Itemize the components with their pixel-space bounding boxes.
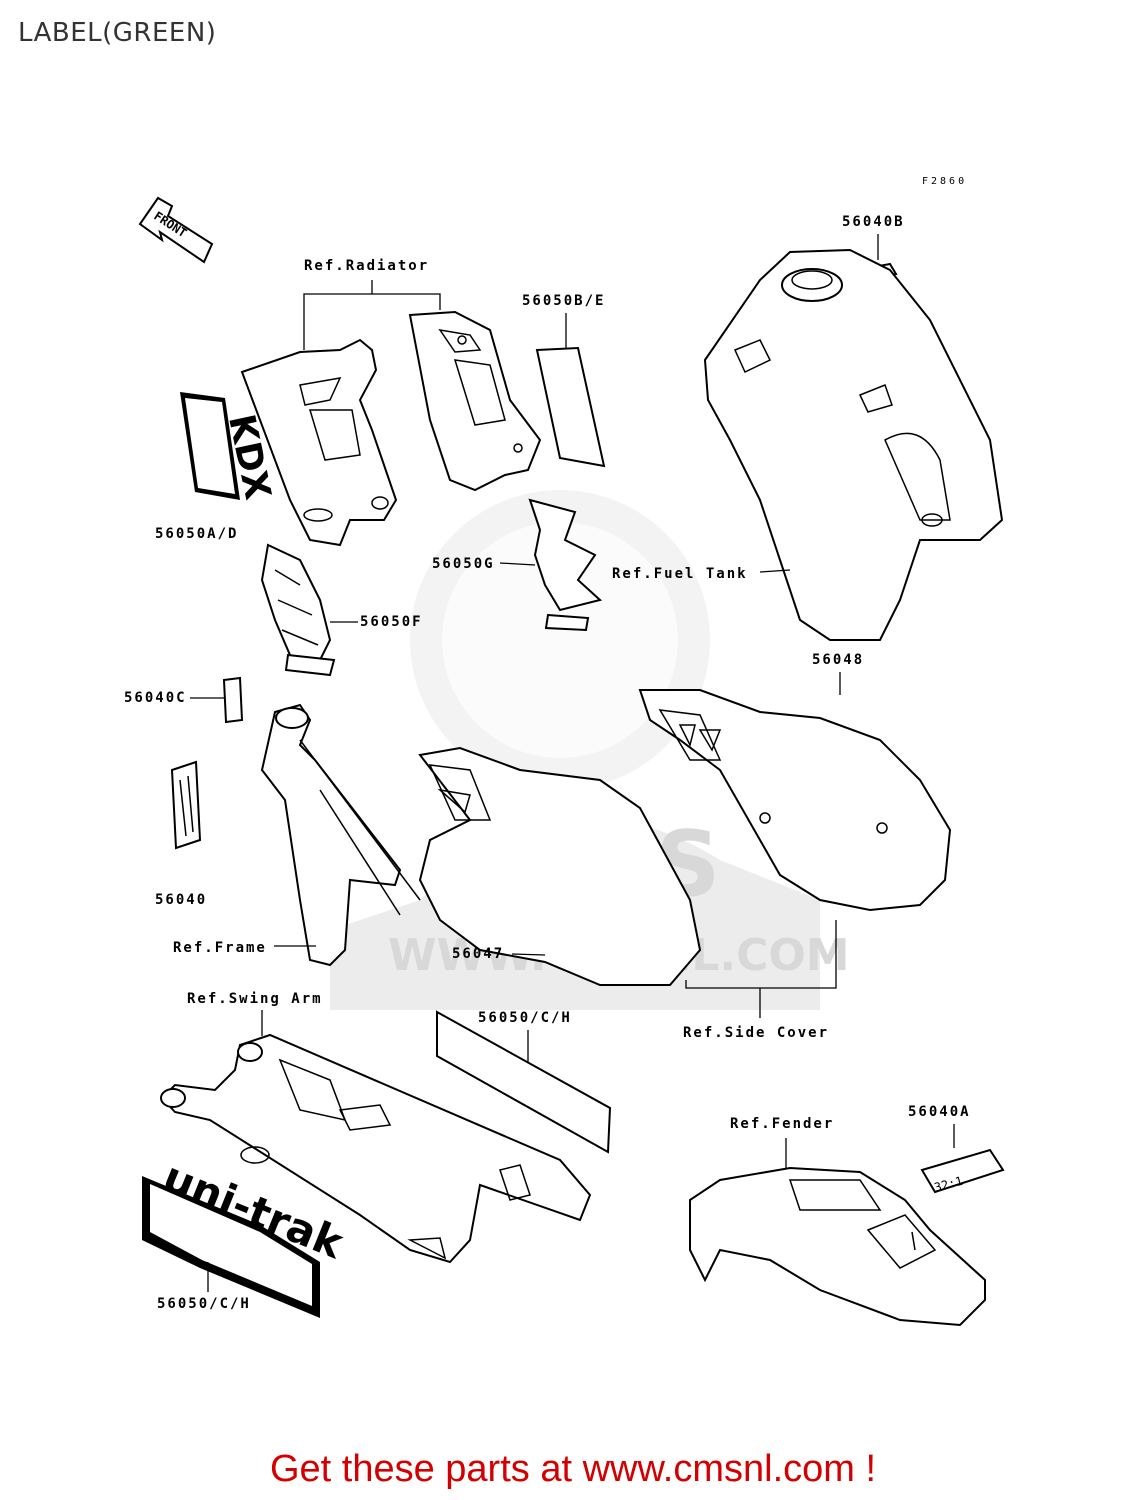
label-ref-fuel-tank: Ref.Fuel Tank bbox=[612, 566, 748, 582]
radiator-shroud-right bbox=[408, 310, 542, 492]
label-56047: 56047 bbox=[452, 946, 504, 962]
label-56040a: 56040A bbox=[908, 1104, 971, 1120]
label-ref-radiator: Ref.Radiator bbox=[304, 258, 429, 274]
decal-56050f bbox=[260, 543, 336, 677]
footer-link[interactable]: Get these parts at www.cmsnl.com ! bbox=[269, 1448, 877, 1490]
label-56050be: 56050B/E bbox=[522, 293, 605, 309]
decal-56040c bbox=[222, 676, 244, 724]
decal-56050be bbox=[535, 346, 606, 468]
label-56050g: 56050G bbox=[432, 556, 495, 572]
page-title: LABEL(GREEN) bbox=[18, 18, 217, 48]
parts-diagram: CMS WWW.CMSNL.COM FRONT F2860 Ref.Radiat… bbox=[124, 176, 1005, 1327]
decal-56050g bbox=[528, 498, 603, 632]
front-arrow-icon: FRONT bbox=[138, 196, 214, 264]
label-56050ad: 56050A/D bbox=[155, 526, 238, 542]
fuel-tank bbox=[703, 248, 1004, 641]
label-56050f: 56050F bbox=[360, 614, 423, 630]
label-ref-swing-arm: Ref.Swing Arm bbox=[187, 991, 323, 1007]
label-56040b: 56040B bbox=[842, 214, 905, 230]
decal-56050ch-strip bbox=[436, 1010, 612, 1154]
label-56048: 56048 bbox=[812, 652, 864, 668]
decal-56050ad: KDX bbox=[180, 392, 278, 503]
side-cover-left bbox=[418, 746, 702, 986]
label-ref-side-cover: Ref.Side Cover bbox=[683, 1025, 829, 1041]
frame bbox=[260, 703, 402, 967]
rear-fender bbox=[689, 1166, 986, 1327]
label-ref-frame: Ref.Frame bbox=[173, 940, 267, 956]
swing-arm bbox=[160, 1033, 592, 1264]
label-56050ch-bottom: 56050/C/H bbox=[157, 1296, 251, 1312]
label-ref-fender: Ref.Fender bbox=[730, 1116, 834, 1132]
label-56040c: 56040C bbox=[124, 690, 187, 706]
label-56050ch-top: 56050/C/H bbox=[478, 1010, 572, 1026]
label-56040: 56040 bbox=[155, 892, 207, 908]
figure-code: F2860 bbox=[922, 176, 967, 187]
decal-56040a: 32:1 bbox=[920, 1148, 1005, 1195]
